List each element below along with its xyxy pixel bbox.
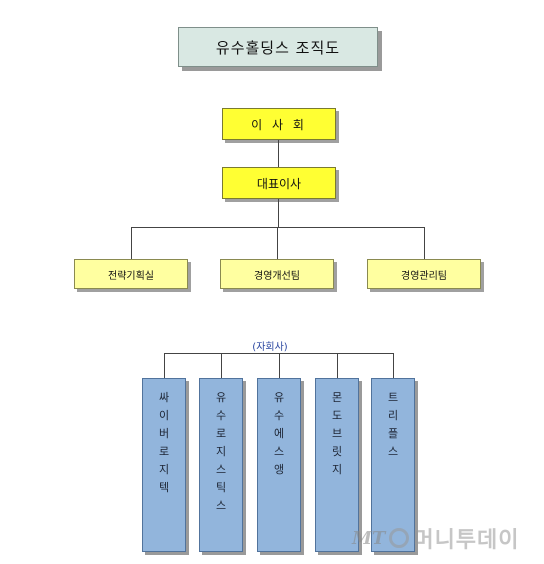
subsidiary-char: 싸 (158, 391, 170, 404)
connector-board-ceo (278, 140, 279, 167)
subsidiaries-label: (자회사) (252, 342, 288, 353)
watermark-name: 머니투데이 (413, 528, 520, 553)
subsidiary-char: 로 (215, 427, 227, 440)
subsidiary-char: 앵 (273, 463, 285, 476)
watermark-circle-icon (389, 528, 410, 548)
subsidiary-char: 스 (215, 499, 227, 512)
subsidiary-char: 도 (331, 409, 343, 422)
ceo-box: 대표이사 (222, 167, 336, 199)
department-box: 경영개선팀 (220, 259, 334, 289)
subsidiary-char: 스 (215, 463, 227, 476)
connector-sub-0 (164, 353, 165, 378)
subsidiary-char: 지 (158, 463, 170, 476)
connector-sub-1 (221, 353, 222, 378)
chart-title: 유수홀딩스 조직도 (178, 27, 378, 67)
subsidiary-char: 지 (331, 463, 343, 476)
connector-dept-0 (131, 227, 132, 259)
department-box: 전략기획실 (74, 259, 188, 289)
connector-dept-horizontal (131, 227, 425, 228)
subsidiary-char: 틱 (215, 481, 227, 494)
subsidiary-char: 트 (387, 391, 399, 404)
subsidiary-char: 버 (158, 427, 170, 440)
connector-sub-2 (279, 353, 280, 378)
subsidiary-char: 수 (273, 409, 285, 422)
subsidiary-char: 브 (331, 427, 343, 440)
subsidiary-char: 유 (273, 391, 285, 404)
subsidiary-char: 스 (387, 445, 399, 458)
department-box: 경영관리팀 (367, 259, 481, 289)
watermark-mt: MT (352, 527, 386, 549)
subsidiary-char: 플 (387, 427, 399, 440)
subsidiary-char: 텍 (158, 481, 170, 494)
connector-dept-1 (277, 227, 278, 259)
subsidiary-char: 릿 (331, 445, 343, 458)
subsidiary-char: 로 (158, 445, 170, 458)
subsidiary-char: 유 (215, 391, 227, 404)
subsidiary-char: 스 (273, 445, 285, 458)
subsidiary-char: 에 (273, 427, 285, 440)
subsidiary-char: 리 (387, 409, 399, 422)
connector-subs-horizontal (164, 353, 393, 354)
connector-sub-4 (393, 353, 394, 378)
subsidiary-char: 수 (215, 409, 227, 422)
subsidiary-char: 몬 (331, 391, 343, 404)
watermark-logo: MT 머니투데이 (352, 522, 536, 554)
connector-dept-2 (424, 227, 425, 259)
subsidiary-char: 지 (215, 445, 227, 458)
connector-ceo-down (278, 199, 279, 227)
board-of-directors-box: 이 사 회 (222, 108, 336, 140)
connector-sub-3 (337, 353, 338, 378)
subsidiary-char: 이 (158, 409, 170, 422)
